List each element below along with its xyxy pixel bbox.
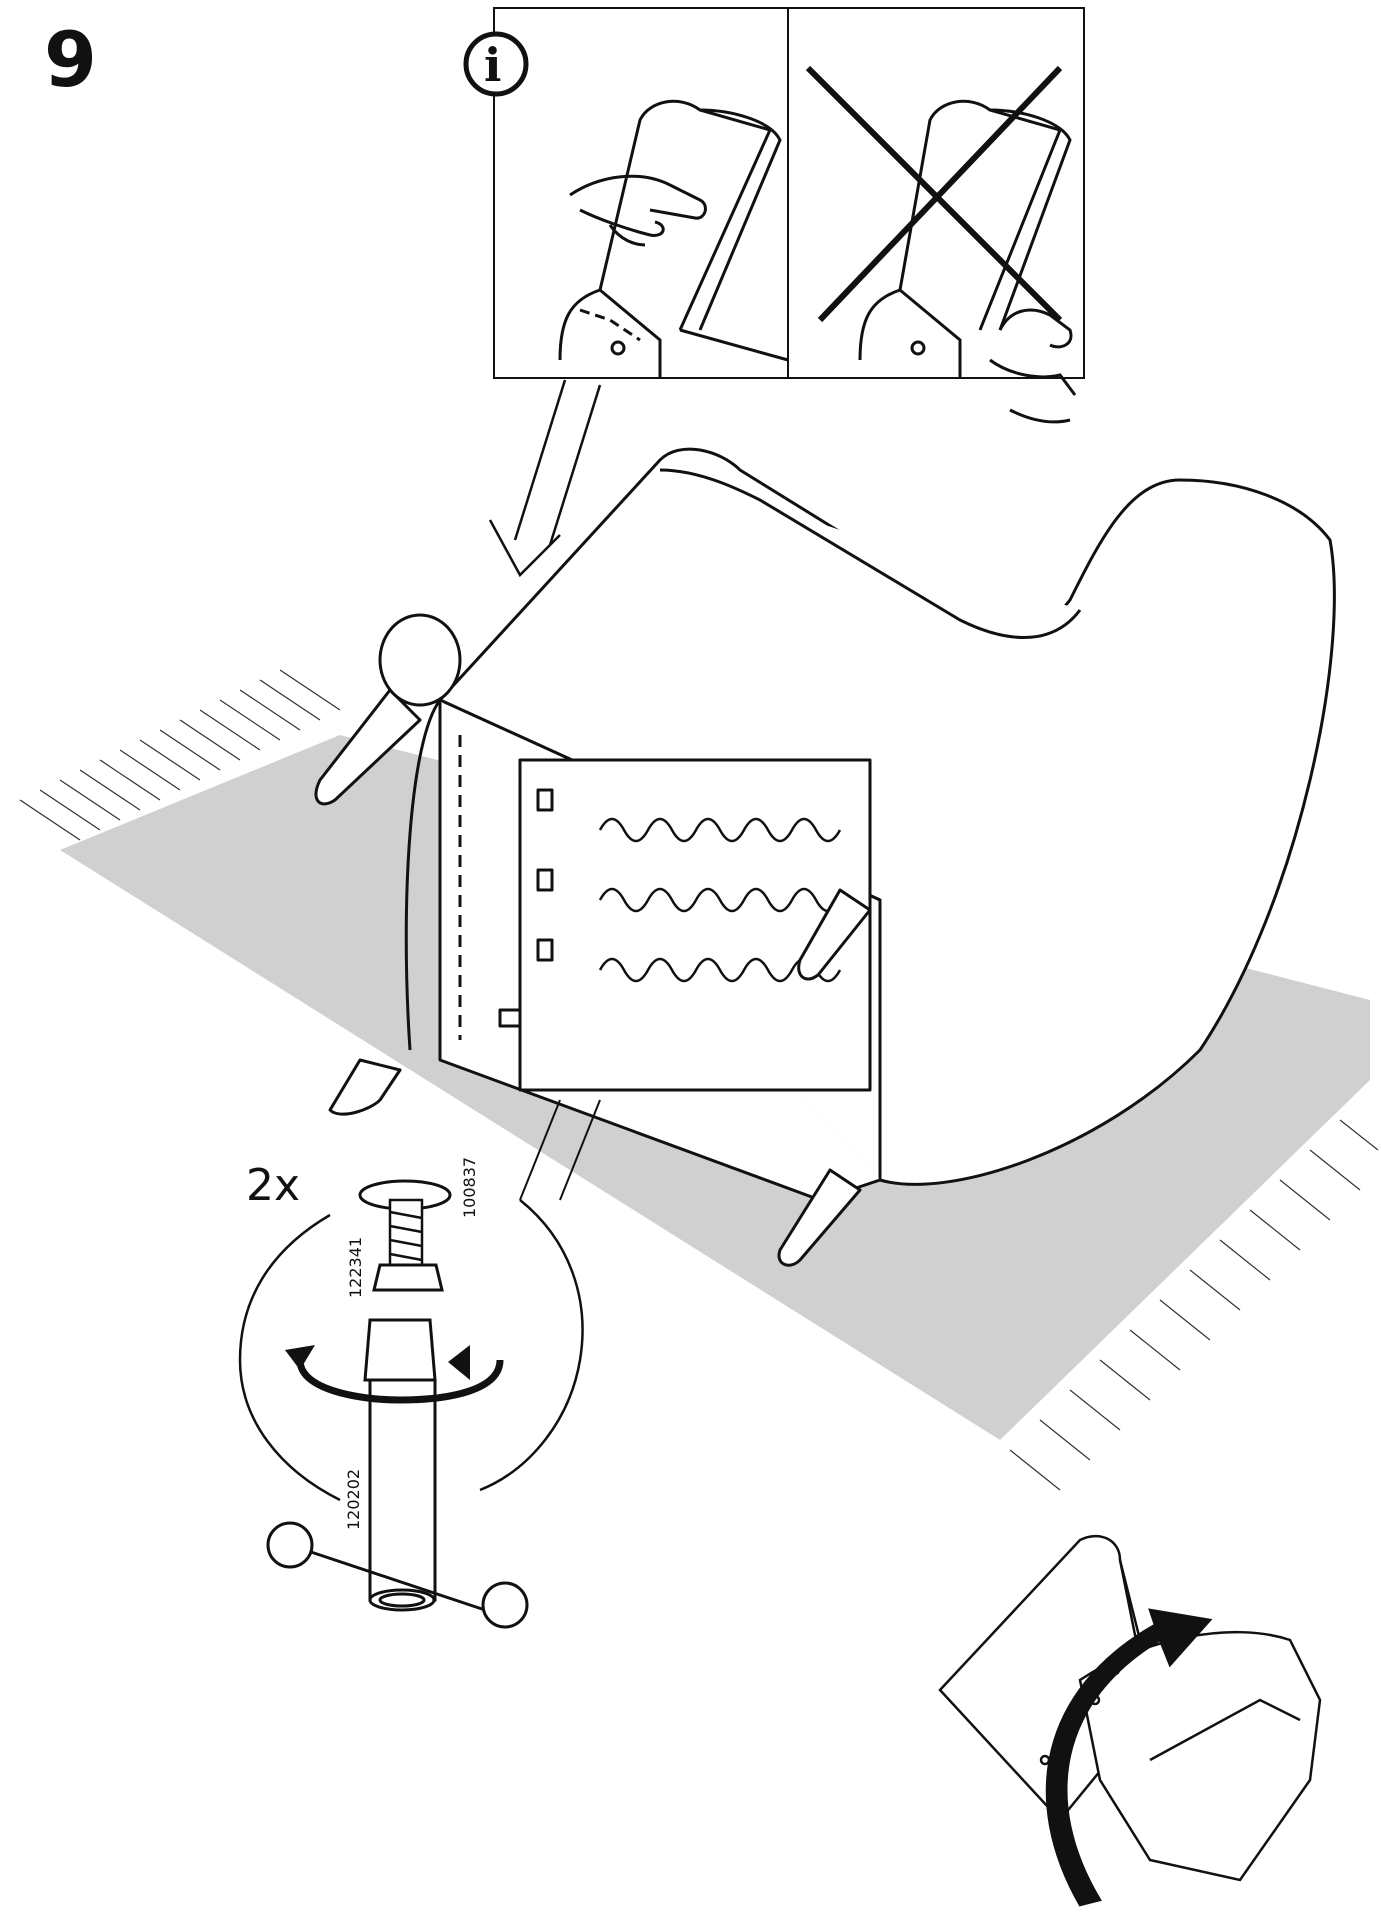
- armchair: [314, 447, 1336, 1267]
- nut-part: [372, 1263, 444, 1292]
- info-panels: [463, 7, 1085, 379]
- leg-removed-socket: [328, 1058, 402, 1116]
- quantity-label: 2x: [246, 1160, 301, 1211]
- leg-top-left: [314, 688, 422, 806]
- part-code-bolt: 122341: [346, 1236, 365, 1298]
- wrench-handle: [266, 1521, 529, 1629]
- detail-callout: [238, 1099, 601, 1629]
- leg-top-right: [797, 888, 872, 981]
- cross-out-icon: [805, 65, 1063, 323]
- wrong-grip-panel: [805, 65, 1077, 424]
- leg-part: [363, 1318, 437, 1612]
- info-icon: [463, 31, 529, 97]
- correct-grip-panel: [558, 99, 789, 378]
- hand-pointing-icon: [569, 174, 707, 247]
- part-code-washer: 100837: [460, 1156, 479, 1218]
- leg-bottom-right: [777, 1168, 862, 1267]
- turn-chair-diagram: [938, 1534, 1322, 1907]
- hand-wrong-grip-icon: [989, 308, 1077, 424]
- bolt-part: [388, 1198, 424, 1272]
- pointer-arrow: [488, 379, 602, 578]
- tighten-arrow-icon: [296, 1359, 504, 1404]
- info-icon-letter: i: [484, 38, 502, 92]
- step-number: 9: [44, 15, 97, 104]
- part-code-leg: 120202: [344, 1468, 363, 1530]
- rotate-arrow-icon: [1045, 1608, 1213, 1907]
